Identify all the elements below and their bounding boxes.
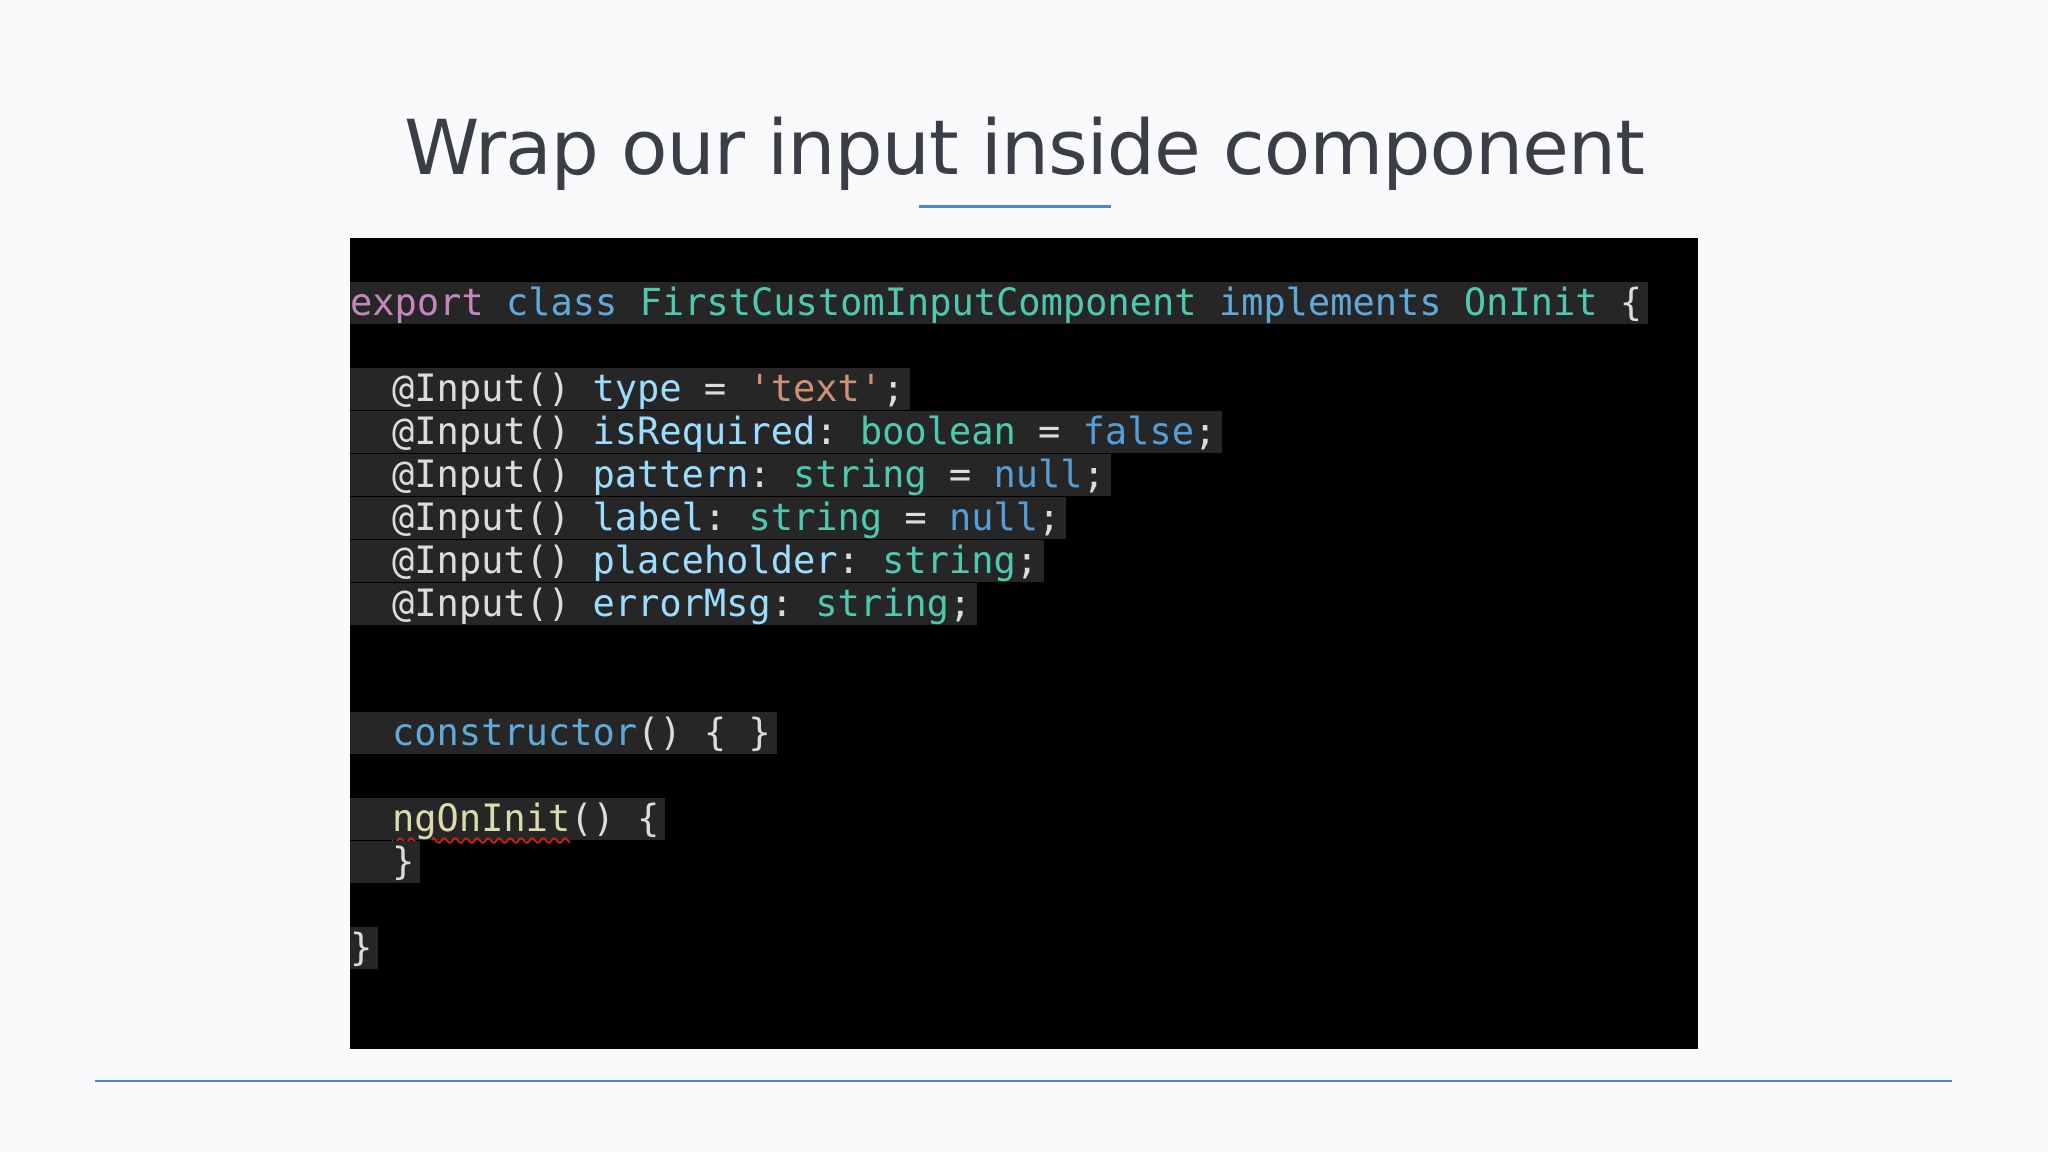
slide-title: Wrap our input inside component (404, 103, 1645, 192)
interface-name: OnInit (1463, 281, 1598, 324)
type-name: string (793, 453, 927, 496)
close-brace: } (392, 840, 415, 883)
class-name: FirstCustomInputComponent (639, 281, 1197, 324)
code-screenshot: export class FirstCustomInputComponent i… (350, 238, 1698, 1049)
constructor-body: () { } (637, 711, 771, 754)
footer-divider (95, 1080, 1952, 1082)
assign-operator: = (882, 496, 949, 539)
semicolon: ; (1038, 496, 1061, 539)
assign-operator: = (926, 453, 994, 496)
colon: : (703, 496, 749, 539)
type-name: string (815, 582, 949, 625)
keyword-implements: implements (1218, 281, 1442, 324)
colon: : (815, 410, 860, 453)
decorator: @Input() (392, 410, 571, 453)
code-line-input-errormsg: @Input() errorMsg: string; (350, 582, 978, 625)
code-line-class-close: } (350, 926, 379, 969)
assign-operator: = (681, 367, 749, 410)
code-line-input-isrequired: @Input() isRequired: boolean = false; (350, 410, 1223, 453)
semicolon: ; (1082, 453, 1105, 496)
type-name: string (882, 539, 1016, 582)
property-name: errorMsg (592, 582, 771, 625)
open-brace: { (1619, 281, 1643, 324)
property-name: pattern (592, 453, 749, 496)
code-line-input-type: @Input() type = 'text'; (350, 367, 911, 410)
type-name: boolean (859, 410, 1016, 453)
semicolon: ; (882, 367, 905, 410)
colon: : (837, 539, 883, 582)
method-name: ngOnInit (392, 797, 571, 840)
code-line-input-placeholder: @Input() placeholder: string; (350, 539, 1045, 582)
code-line-constructor: constructor() { } (350, 712, 777, 754)
method-signature: () { (570, 797, 660, 840)
assign-operator: = (1015, 410, 1083, 453)
decorator: @Input() (392, 539, 571, 582)
property-name: label (592, 496, 704, 539)
decorator: @Input() (392, 582, 571, 625)
title-underline (919, 205, 1111, 208)
decorator: @Input() (392, 496, 571, 539)
semicolon: ; (948, 582, 972, 625)
code-line-ngoninit-close: } (350, 840, 421, 883)
keyword-export: export (350, 281, 484, 324)
literal-value: null (948, 496, 1039, 539)
string-value: 'text' (748, 367, 883, 410)
close-brace: } (350, 926, 373, 969)
semicolon: ; (1193, 410, 1217, 453)
code-line-ngoninit: ngOnInit() { (350, 797, 666, 840)
literal-value: null (993, 453, 1083, 496)
code-line-input-label: @Input() label: string = null; (350, 496, 1067, 539)
property-name: isRequired (592, 410, 816, 453)
code-line-class-declaration: export class FirstCustomInputComponent i… (350, 281, 1649, 324)
decorator: @Input() (392, 367, 571, 410)
constructor-keyword: constructor (392, 711, 638, 754)
property-name: placeholder (592, 539, 838, 582)
decorator: @Input() (392, 453, 571, 496)
type-name: string (748, 496, 883, 539)
code-line-input-pattern: @Input() pattern: string = null; (350, 454, 1111, 496)
colon: : (748, 453, 793, 496)
colon: : (770, 582, 816, 625)
property-name: type (592, 367, 682, 410)
literal-value: false (1082, 410, 1194, 453)
keyword-class: class (505, 281, 618, 324)
semicolon: ; (1015, 539, 1039, 582)
